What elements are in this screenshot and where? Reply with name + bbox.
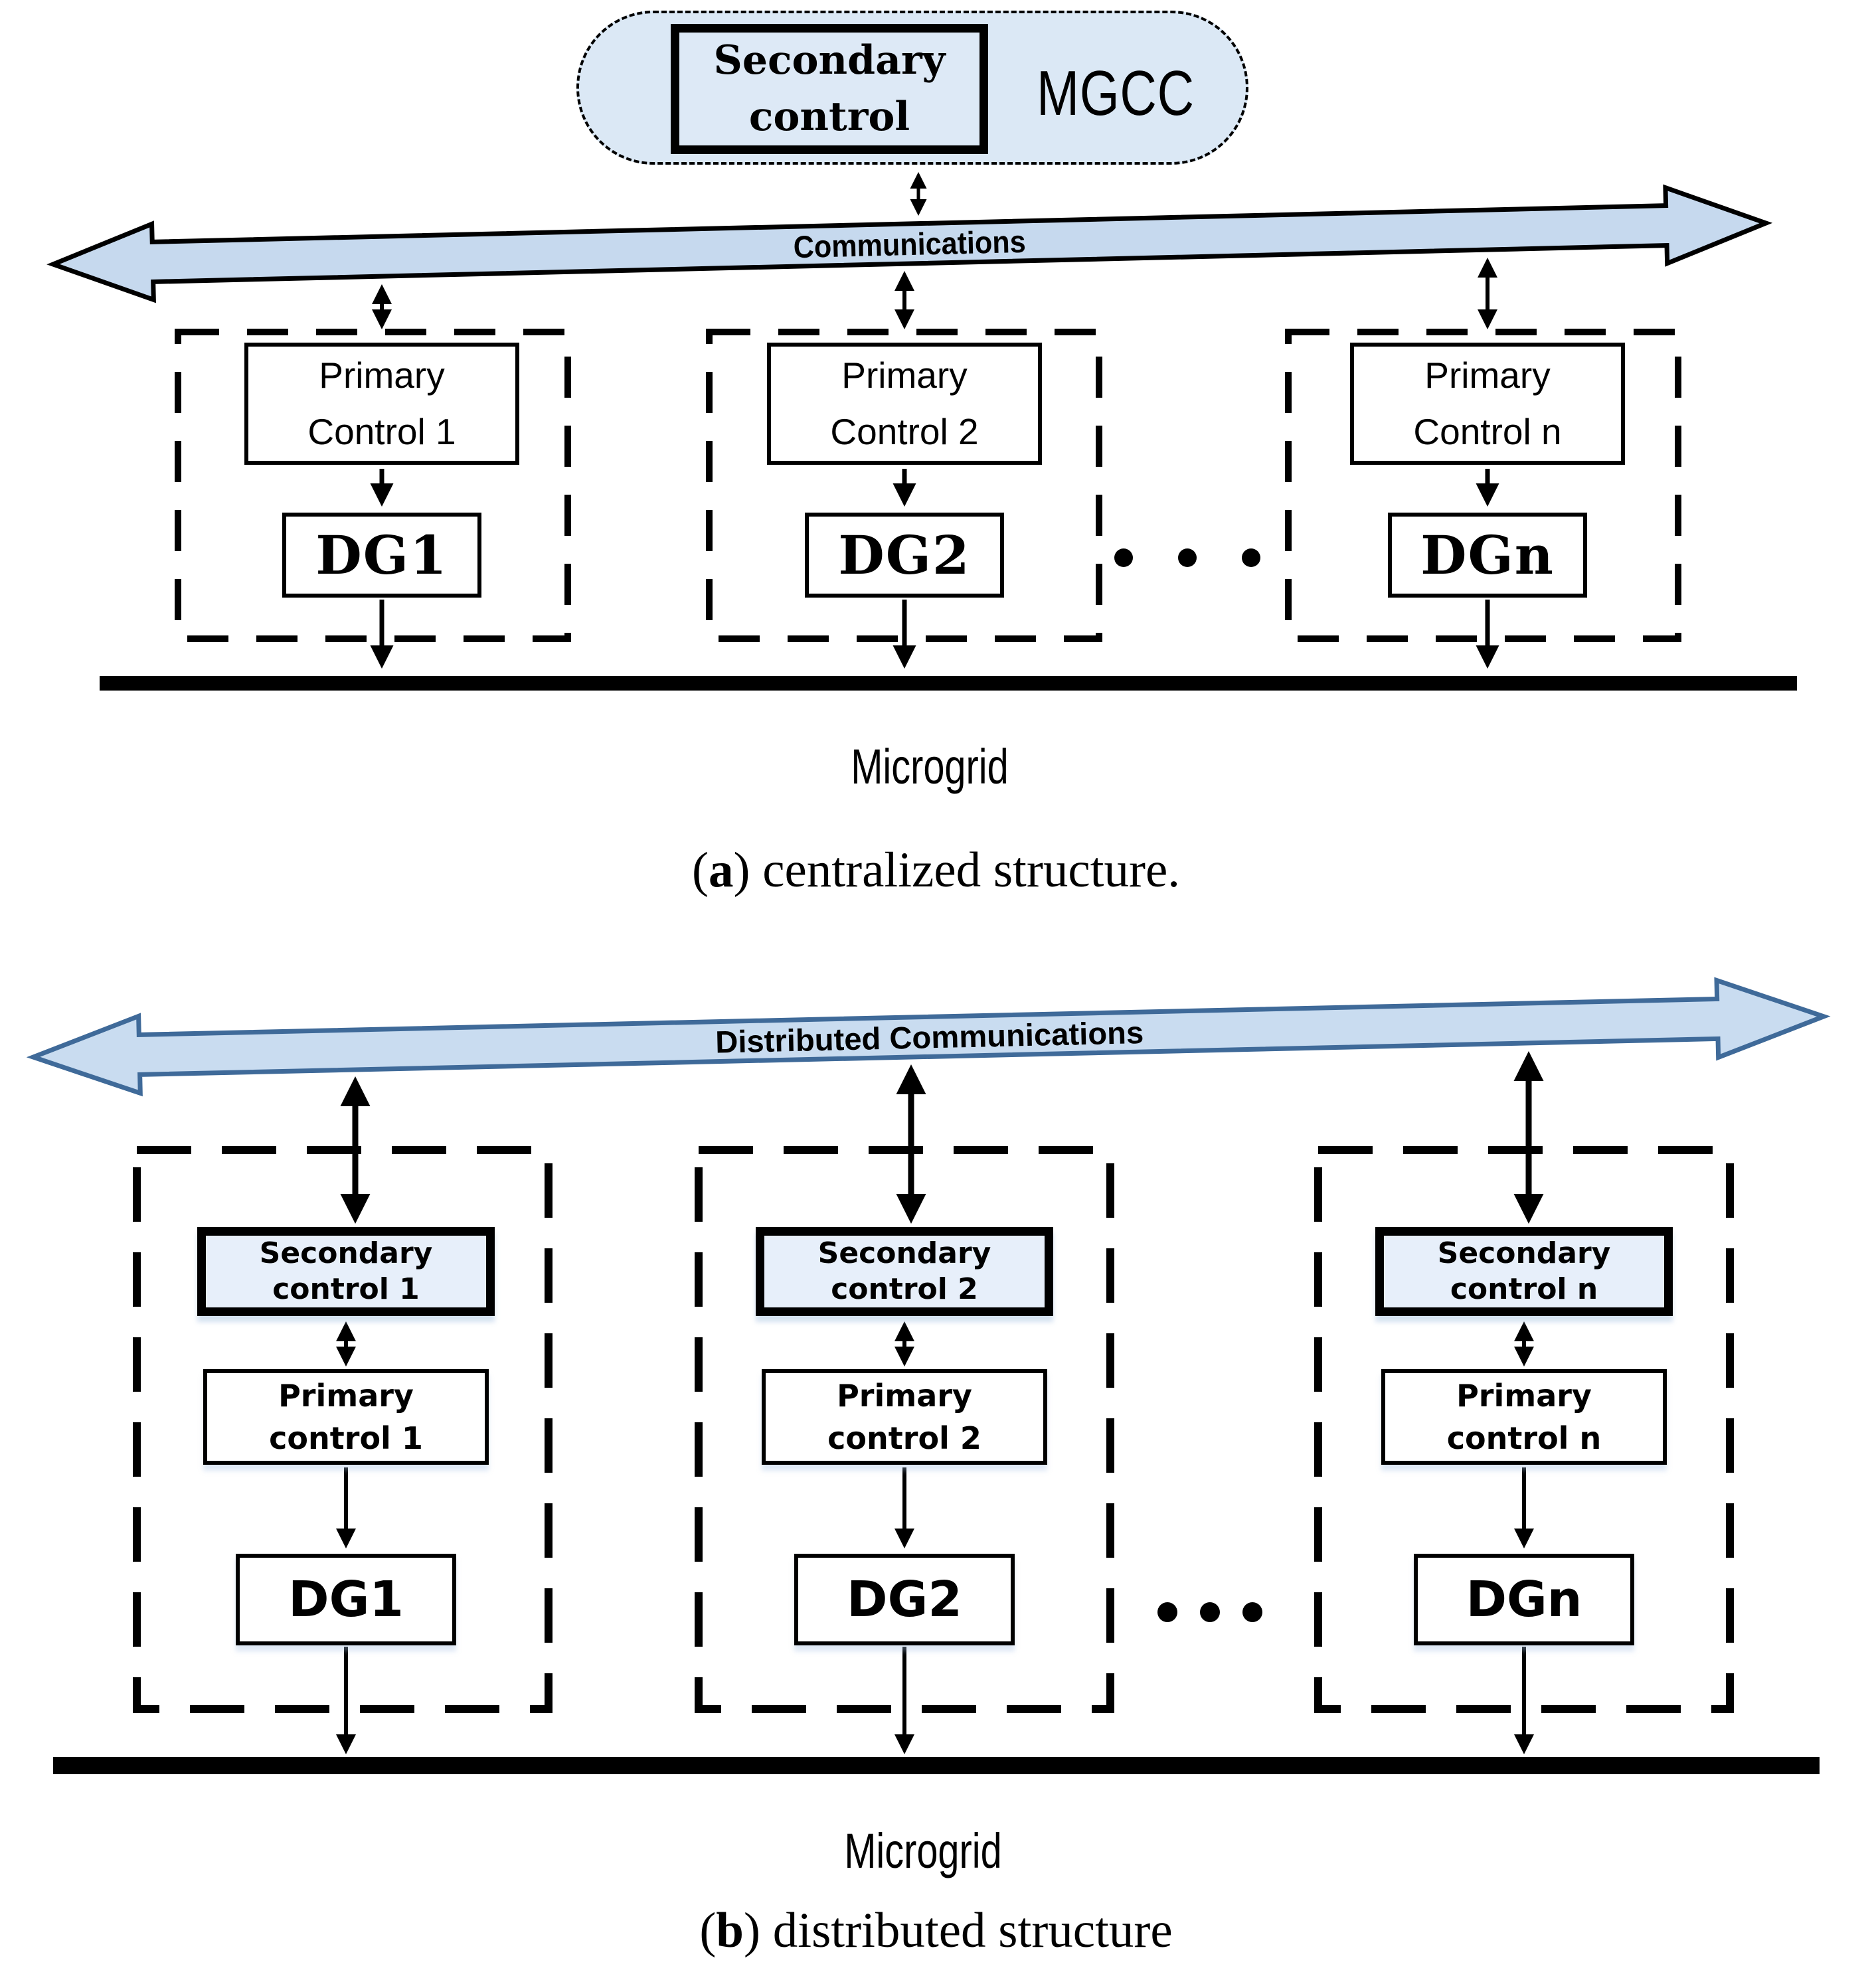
primary-line1: Primary: [319, 354, 445, 396]
secondary-line1: Secondary: [259, 1236, 433, 1271]
dg-box-2: DG2: [805, 513, 1004, 598]
caption-a-letter: a: [708, 843, 734, 898]
dg-box-1: DG1: [282, 513, 481, 598]
secondary-control-box-1: Secondary control 1: [197, 1227, 495, 1316]
secondary-line2: control n: [1450, 1272, 1598, 1306]
secondary-control-box-n: Secondary control n: [1375, 1227, 1673, 1316]
secondary-control-box-2: Secondary control 2: [756, 1227, 1053, 1316]
dashed-distributed-unit-box-2: [695, 1146, 1114, 1713]
distributed-communications-banner: Distributed Communications: [26, 977, 1831, 1097]
primary-control-box-2: Primary Control 2: [767, 343, 1042, 465]
primary-control-box-b-2: Primary control 2: [762, 1369, 1047, 1465]
dg-box-b-n: DGn: [1414, 1554, 1634, 1645]
caption-b-letter: b: [716, 1903, 744, 1958]
primary-line1: Primary: [1424, 354, 1551, 396]
secondary-line1: Secondary: [817, 1236, 991, 1271]
primary-line2: control 1: [269, 1420, 423, 1456]
mgcc-label: MGCC: [1037, 58, 1195, 129]
caption-b-paren: (: [699, 1903, 717, 1958]
microgrid-bus-a: [100, 676, 1797, 691]
primary-line2: Control n: [1413, 411, 1562, 452]
communications-banner-shape: [46, 184, 1773, 303]
primary-control-box-1: Primary Control 1: [244, 343, 519, 465]
primary-line2: control 2: [827, 1420, 981, 1456]
dashed-distributed-unit-box-1: [133, 1146, 553, 1713]
communications-banner: Communications: [46, 184, 1773, 303]
caption-a-paren: (: [691, 843, 709, 898]
primary-line2: Control 1: [307, 411, 456, 452]
caption-a: (a) centralized structure.: [0, 842, 1872, 899]
ellipsis-dots-icon: [1114, 548, 1260, 567]
secondary-line2: control 2: [831, 1272, 978, 1306]
caption-b-text: ) distributed structure: [744, 1903, 1173, 1958]
microgrid-label-b: Microgrid: [844, 1823, 1002, 1878]
dg-box-n: DGn: [1388, 513, 1587, 598]
primary-control-box-b-1: Primary control 1: [203, 1369, 489, 1465]
dashed-distributed-unit-box-n: [1314, 1146, 1734, 1713]
primary-line1: Primary: [841, 354, 968, 396]
caption-a-text: ) centralized structure.: [733, 843, 1181, 898]
dg-box-b-2: DG2: [794, 1554, 1015, 1645]
secondary-control-box: Secondary control: [671, 24, 988, 154]
distributed-communications-banner-shape: [26, 977, 1831, 1097]
secondary-control-line1: Secondary: [713, 37, 946, 84]
microgrid-label-a: Microgrid: [851, 739, 1009, 794]
primary-line1: Primary: [278, 1377, 414, 1414]
primary-line1: Primary: [1456, 1377, 1592, 1414]
primary-line2: control n: [1446, 1420, 1602, 1456]
microgrid-bus-b: [53, 1757, 1820, 1774]
communications-label: Communications: [793, 224, 1026, 264]
caption-b: (b) distributed structure: [0, 1902, 1872, 1959]
secondary-line1: Secondary: [1437, 1236, 1611, 1271]
primary-line2: Control 2: [830, 411, 979, 452]
secondary-control-line2: control: [748, 94, 910, 140]
dg-box-b-1: DG1: [236, 1554, 456, 1645]
primary-control-box-b-n: Primary control n: [1381, 1369, 1667, 1465]
secondary-line2: control 1: [272, 1272, 420, 1306]
primary-control-box-n: Primary Control n: [1350, 343, 1625, 465]
ellipsis-dots-icon: [1157, 1602, 1262, 1622]
primary-line1: Primary: [837, 1377, 972, 1414]
